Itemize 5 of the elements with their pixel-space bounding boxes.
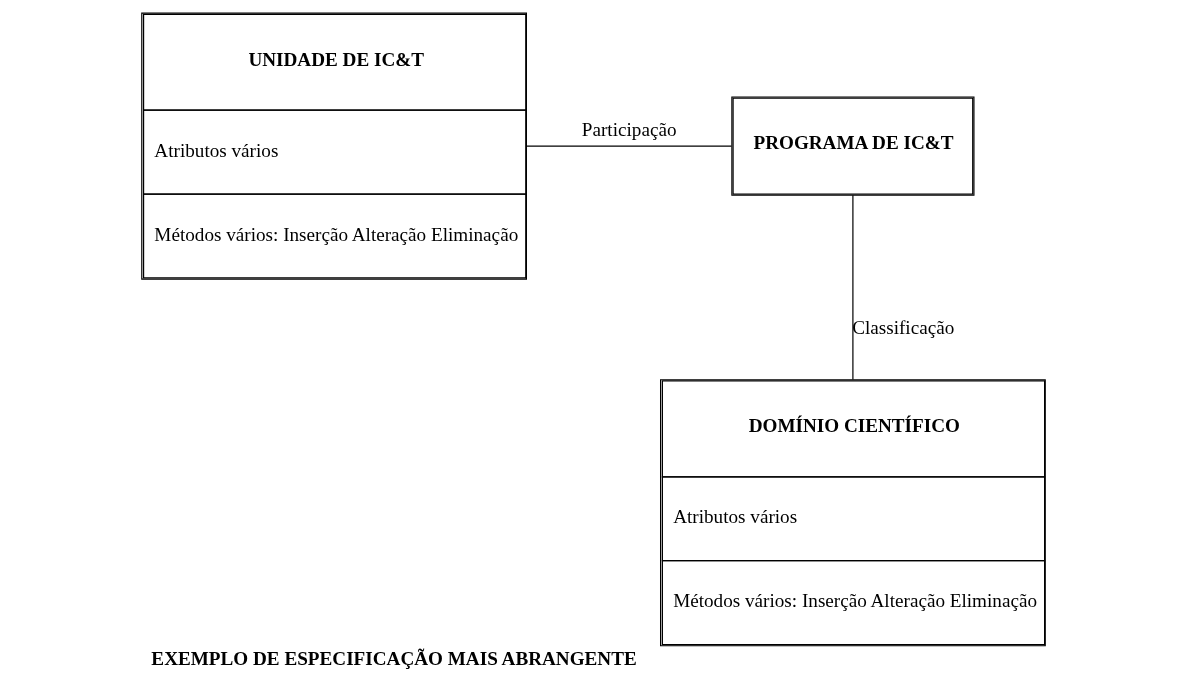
edge-label: Classificação (851, 316, 954, 338)
caption: EXEMPLO DE ESPECIFICAÇÃO MAIS ABRANGENTE (150, 647, 637, 669)
edge-label: Participação (581, 119, 676, 141)
connector (525, 145, 732, 147)
connector (851, 194, 853, 381)
